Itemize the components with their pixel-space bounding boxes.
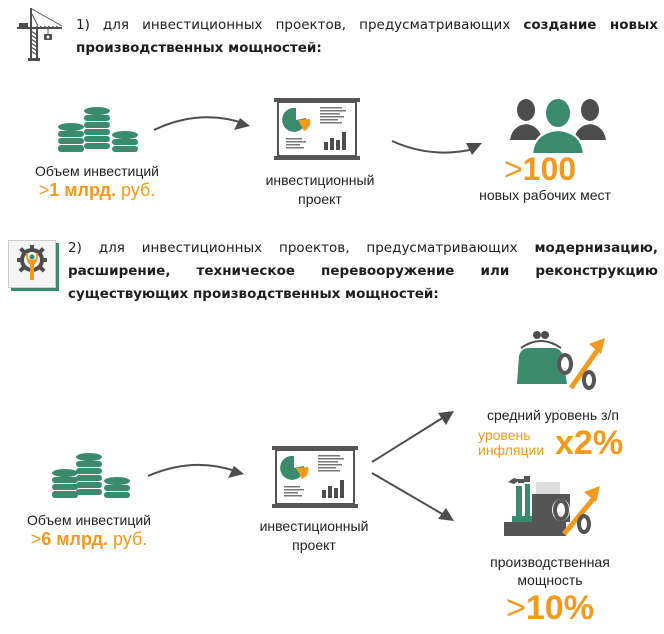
arrow-icon: [391, 140, 482, 155]
section2-investment-gt: >: [30, 529, 42, 549]
coins-icon: [52, 453, 130, 498]
section2-capacity-amount: >10%: [470, 589, 630, 627]
section2-capacity-value: 10%: [525, 589, 594, 627]
section1-investment-value: 1 млрд.: [49, 180, 116, 200]
section2-inflation-line1: уровень: [478, 427, 531, 443]
section2-inflation-label: уровень инфляции: [478, 428, 548, 458]
section2-investment-amount: >6 млрд. руб.: [14, 529, 164, 550]
section1-investment-label: Объем инвестиций: [34, 163, 159, 179]
wallet-percent-icon: [517, 331, 605, 390]
coins-icon: [58, 107, 138, 152]
factory-percent-icon: [504, 476, 600, 536]
section2-project-label: инвестиционный проект: [244, 517, 384, 555]
section2-capacity-line1: производственная: [490, 554, 610, 570]
presentation-chart-icon: [274, 98, 360, 160]
section1-result-label: новых рабочих мест: [479, 187, 611, 203]
section2-investment-unit: руб.: [112, 529, 148, 549]
section2-investment-label: Объем инвестиций: [26, 512, 151, 528]
section2-capacity-line2: мощность: [517, 572, 583, 588]
crane-icon: [17, 8, 63, 61]
section2-project-line1: инвестиционный: [259, 518, 369, 534]
section1-project-line2: проект: [298, 191, 342, 207]
arrow-icon: [147, 463, 244, 478]
section2-inflation-line2: инфляции: [478, 442, 545, 458]
section1-project-line1: инвестиционный: [265, 172, 375, 188]
section1-intro: 1) для инвестиционных проектов, предусма…: [76, 17, 511, 33]
section1-text: 1) для инвестиционных проектов, предусма…: [76, 14, 658, 60]
section1-investment-unit: руб.: [120, 180, 156, 200]
section1-investment-gt: >: [38, 180, 50, 200]
section1-investment-amount: >1 млрд. руб.: [22, 180, 172, 201]
section2-text: 2) для инвестиционных проектов, предусма…: [68, 237, 658, 306]
section1-bold: создание новых производственных мощносте…: [76, 17, 658, 56]
section1-result-value: 100: [522, 151, 577, 187]
section2-project-line2: проект: [292, 537, 336, 553]
section2-investment-value: 6 млрд.: [41, 529, 108, 549]
section2-salary-value: x2%: [555, 424, 624, 462]
gear-wrench-icon: [8, 240, 56, 288]
section2-capacity-label: производственная мощность: [470, 553, 630, 589]
section1-project-label: инвестиционный проект: [250, 171, 390, 209]
presentation-chart-icon: [272, 446, 358, 508]
split-arrows-icon: [371, 411, 454, 521]
section2-salary-label: средний уровень з/п: [487, 407, 619, 423]
section1-result-amount: >100: [470, 152, 610, 186]
section2-bold: модернизацию, расширение, техническое пе…: [68, 240, 658, 302]
section2-intro: 2) для инвестиционных проектов, предусма…: [68, 240, 518, 256]
section2-capacity-gt: >: [506, 589, 526, 627]
section1-result-gt: >: [503, 151, 523, 187]
arrow-icon: [153, 116, 250, 131]
people-icon: [510, 97, 606, 155]
